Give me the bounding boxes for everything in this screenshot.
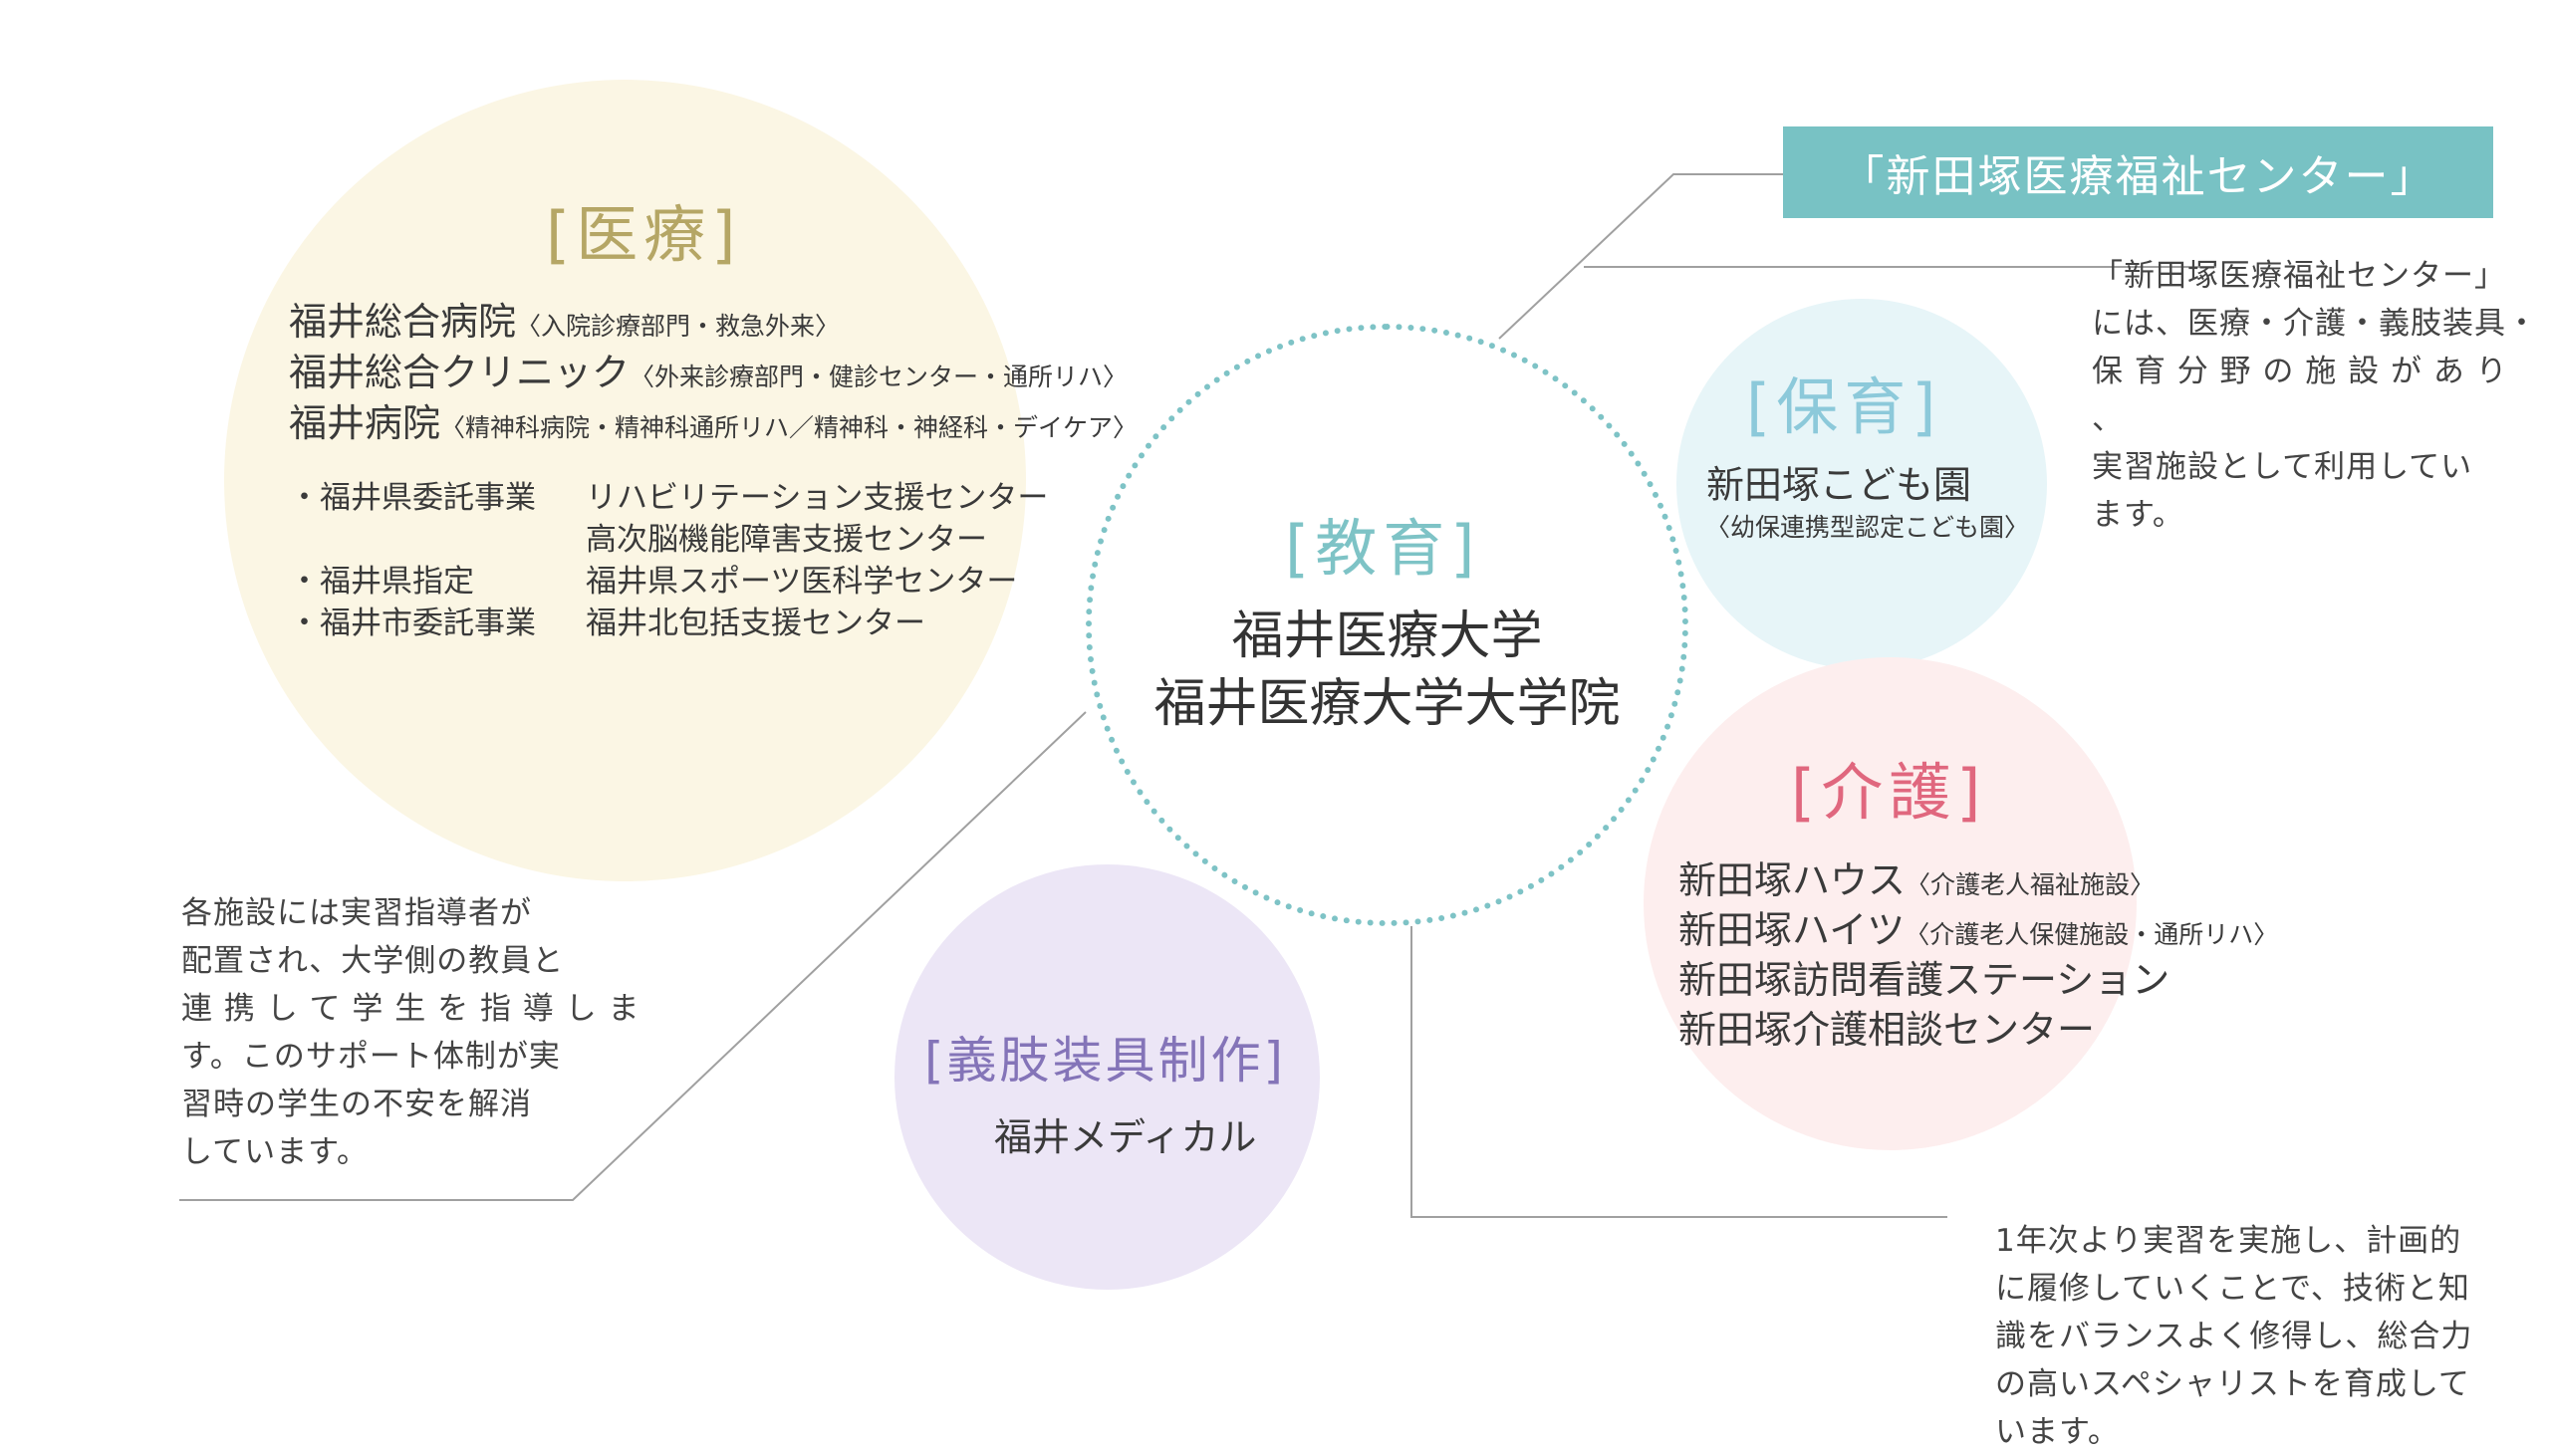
center-note: 「新田塚医療福祉センター」 には、医療・介護・義肢装具・ 保 育 分 野 の 施…	[2092, 252, 2550, 539]
bottom-note: 1年次より実習を実施し、計画的 に履修していくことで、技術と知 識をバランスよく…	[1995, 1217, 2472, 1456]
education-circle	[1086, 324, 1688, 926]
care-facility-1: 新田塚ハウス〈介護老人福祉施設〉	[1678, 849, 2155, 904]
designation-value: 福井県スポーツ医科学センター	[586, 564, 1018, 600]
designation-label: ・福井県指定	[289, 564, 474, 600]
prosthetics-title: [義肢装具制作]	[924, 1032, 1287, 1090]
hospital-detail: 〈精神科病院・精神科通所リハ／精神科・神経科・デイケア〉	[440, 413, 1139, 442]
medical-hospital-1: 福井総合病院〈入院診療部門・救急外来〉	[289, 291, 840, 346]
designation-label: ・福井市委託事業	[289, 606, 536, 641]
note-line: ます。	[2092, 497, 2184, 533]
center-banner: 「新田塚医療福祉センター」	[1783, 126, 2493, 218]
childcare-circle	[1676, 299, 2047, 669]
note-line: 保 育 分 野 の 施 設 が あ り 、	[2092, 354, 2508, 437]
hospital-detail: 〈入院診療部門・救急外来〉	[516, 312, 841, 341]
care-circle	[1644, 657, 2137, 1150]
care-facility-2: 新田塚ハイツ〈介護老人保健施設・通所リハ〉	[1678, 899, 2278, 954]
note-line: 各施設には実習指導者が	[181, 895, 532, 931]
note-line: 配置され、大学側の教員と	[181, 943, 565, 979]
designation-value: 福井北包括支援センター	[586, 606, 925, 641]
designation-value: 高次脳機能障害支援センター	[586, 522, 987, 558]
care-title: [介護]	[1791, 756, 1987, 829]
childcare-detail: 〈幼保連携型認定こども園〉	[1705, 513, 2030, 542]
hospital-name: 福井病院	[289, 401, 441, 445]
education-line-2: 福井医療大学大学院	[1153, 674, 1621, 734]
note-line: 「新田塚医療福祉センター」	[2092, 258, 2506, 294]
childcare-title: [保育]	[1746, 370, 1942, 443]
care-facility-4: 新田塚介護相談センター	[1678, 1008, 2096, 1052]
facility-name: 新田塚ハイツ	[1678, 908, 1906, 952]
note-line: います。	[1995, 1414, 2120, 1450]
facility-detail: 〈介護老人福祉施設〉	[1906, 870, 2156, 899]
note-line: 連 携 し て 学 生 を 指 導 し ま	[181, 991, 640, 1027]
note-line: しています。	[181, 1134, 369, 1170]
note-line: には、医療・介護・義肢装具・	[2092, 306, 2538, 342]
hospital-detail: 〈外来診療部門・健診センター・通所リハ〉	[630, 363, 1129, 391]
note-line: の高いスペシャリストを育成して	[1995, 1366, 2470, 1402]
prosthetics-circle	[894, 864, 1320, 1290]
note-line: に履修していくことで、技術と知	[1995, 1271, 2470, 1307]
note-line: 実習施設として利用してい	[2092, 449, 2473, 485]
medical-title: [医療]	[546, 198, 742, 271]
note-line: 識をバランスよく修得し、総合力	[1995, 1319, 2473, 1354]
medical-circle	[224, 80, 1026, 881]
designation-value: リハビリテーション支援センター	[586, 480, 1049, 516]
note-line: す。このサポート体制が実	[181, 1039, 561, 1075]
left-note: 各施設には実習指導者が 配置され、大学側の教員と 連 携 し て 学 生 を 指…	[181, 889, 640, 1176]
note-line: 1年次より実習を実施し、計画的	[1995, 1223, 2462, 1259]
prosthetics-name: 福井メディカル	[994, 1115, 1257, 1159]
designation-label: ・福井県委託事業	[289, 480, 536, 516]
note-line: 習時の学生の不安を解消	[181, 1087, 532, 1122]
medical-hospital-2: 福井総合クリニック〈外来診療部門・健診センター・通所リハ〉	[289, 342, 1128, 396]
hospital-name: 福井総合クリニック	[289, 351, 631, 394]
childcare-name: 新田塚こども園	[1706, 463, 1972, 507]
education-line-1: 福井医療大学	[1231, 607, 1543, 666]
education-title: [教育]	[1285, 512, 1481, 585]
care-facility-3: 新田塚訪問看護ステーション	[1678, 958, 2170, 1002]
medical-hospital-3: 福井病院〈精神科病院・精神科通所リハ／精神科・神経科・デイケア〉	[289, 392, 1138, 447]
facility-detail: 〈介護老人保健施設・通所リハ〉	[1905, 920, 2279, 949]
hospital-name: 福井総合病院	[289, 300, 517, 344]
facility-name: 新田塚ハウス	[1678, 858, 1907, 902]
line-banner	[1498, 173, 1783, 340]
